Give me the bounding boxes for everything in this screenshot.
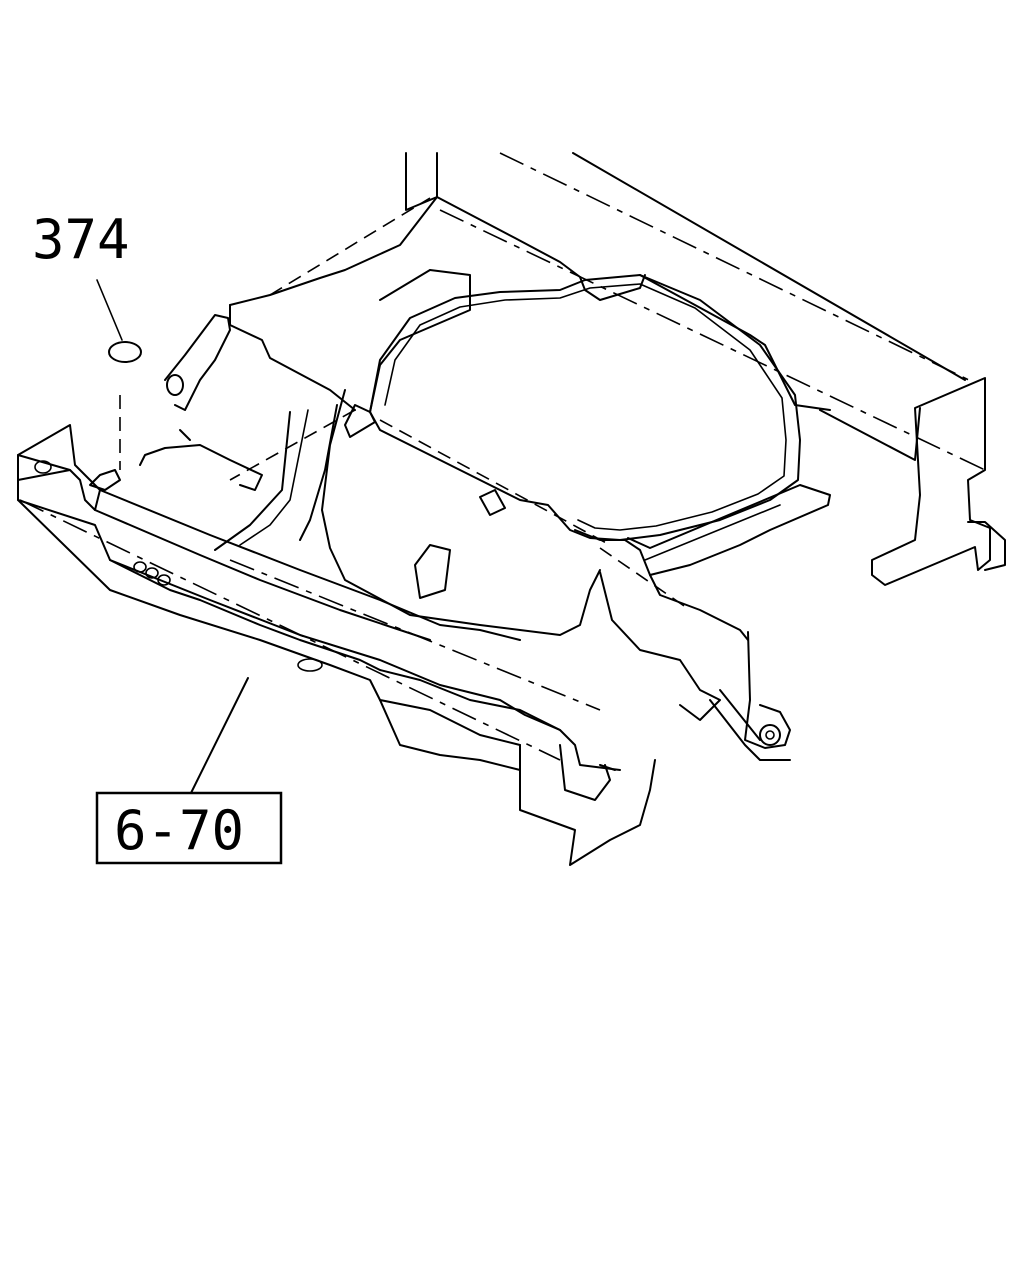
spare-tire-well — [369, 274, 831, 541]
callout-6-70-label: 6-70 — [114, 799, 244, 862]
left-side-bracket — [139, 314, 263, 491]
callout-374-label: 374 — [32, 208, 130, 271]
main-floor-panel — [214, 196, 831, 761]
front-crossmember — [17, 424, 656, 866]
rear-floor-section — [405, 152, 1006, 586]
part-374-plug — [96, 279, 142, 363]
callout-6-70[interactable]: 6-70 — [95, 677, 283, 865]
